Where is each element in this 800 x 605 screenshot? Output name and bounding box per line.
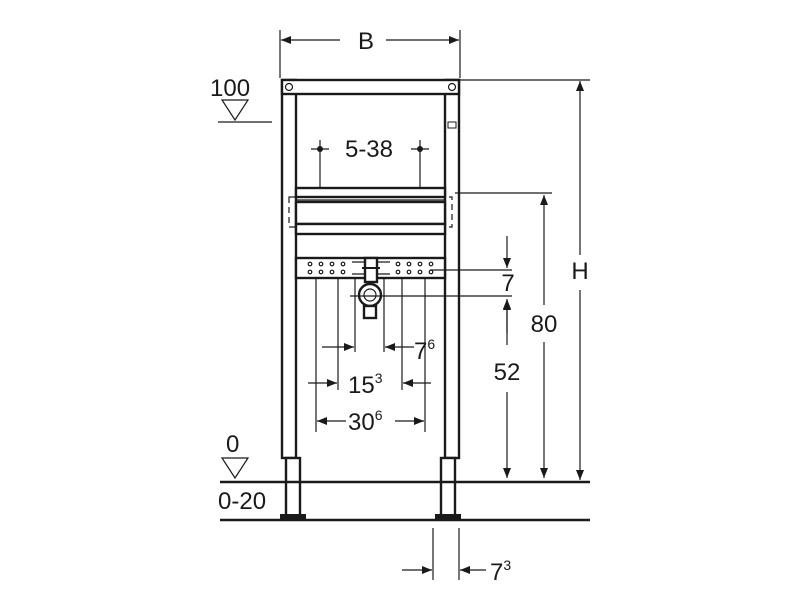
rail-height-label: 80 bbox=[531, 311, 558, 338]
frame bbox=[280, 78, 461, 520]
top-level-marker: 100 bbox=[210, 75, 272, 123]
floor-lines bbox=[220, 480, 590, 522]
foot-offset-label: 73 bbox=[490, 557, 511, 586]
drain-height-dimension: 52 bbox=[494, 300, 521, 478]
pipe-spacing-dimensions bbox=[308, 278, 431, 432]
foot-offset-dimension bbox=[402, 528, 486, 580]
floor-range-label: 0-20 bbox=[218, 488, 266, 515]
width-dimension: B bbox=[279, 28, 461, 78]
drain-offset-label: 7 bbox=[501, 270, 514, 297]
height-dimension: H bbox=[460, 79, 590, 480]
drain-height-label: 52 bbox=[494, 359, 521, 386]
height-label: H bbox=[571, 258, 588, 285]
top-level-label: 100 bbox=[210, 75, 250, 102]
pipe-spacing-small-label: 76 bbox=[414, 336, 435, 365]
pipe-spacing-wide-label: 306 bbox=[348, 407, 383, 436]
width-label: B bbox=[358, 28, 374, 55]
floor-level-marker: 0 0-20 bbox=[218, 431, 266, 515]
pipe-spacing-mid-label: 153 bbox=[348, 370, 383, 399]
rail-height-dimension: 80 bbox=[455, 192, 558, 478]
floor-level-label: 0 bbox=[226, 431, 239, 458]
anchor-spacing-label: 5-38 bbox=[345, 136, 393, 163]
